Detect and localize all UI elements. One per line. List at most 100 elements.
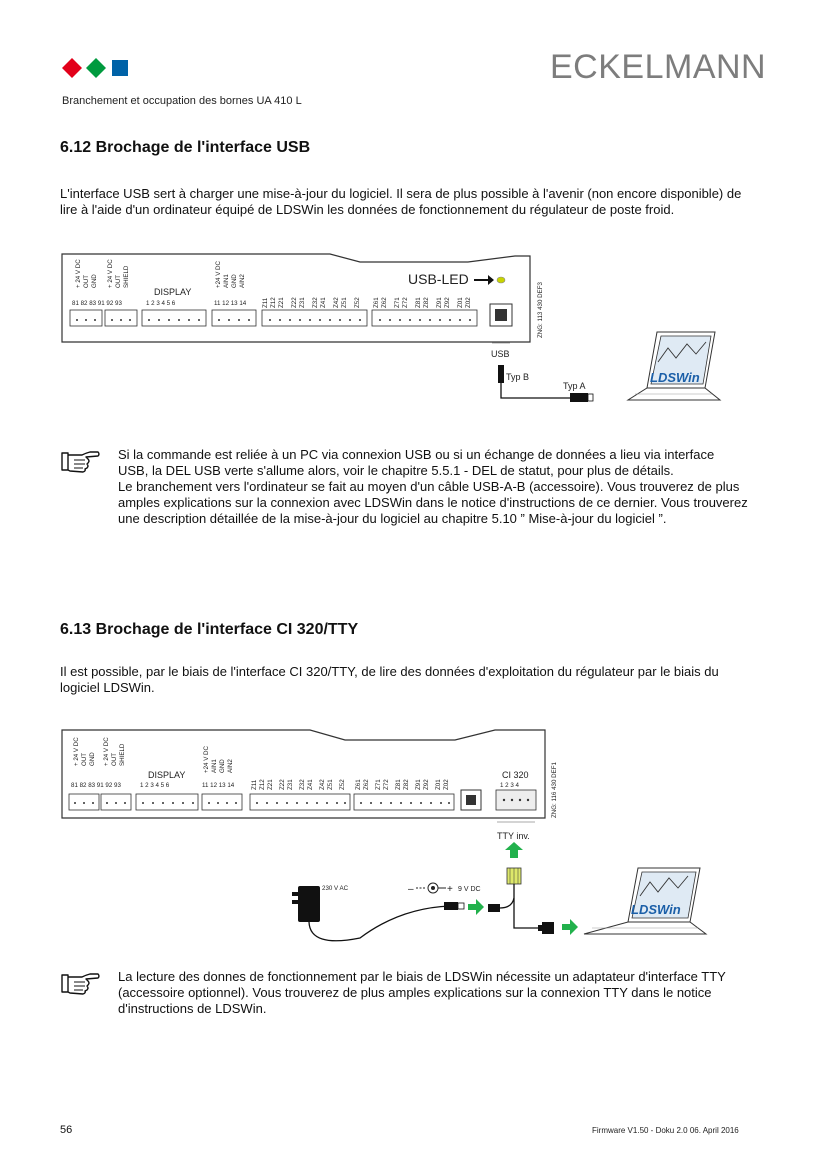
svg-text:Z01: Z01 bbox=[457, 297, 464, 308]
svg-text:Z62: Z62 bbox=[363, 779, 370, 790]
svg-text:OUT: OUT bbox=[81, 753, 88, 766]
svg-text:Z82: Z82 bbox=[403, 779, 410, 790]
svg-text:Z41: Z41 bbox=[320, 297, 327, 308]
display-label-tty: DISPLAY bbox=[148, 770, 185, 780]
usb-note: Si la commande est reliée à un PC via co… bbox=[118, 447, 748, 527]
section-title-usb: 6.12 Brochage de l'interface USB bbox=[60, 139, 311, 156]
svg-text:Typ B: Typ B bbox=[506, 372, 529, 382]
green-arrow-up-icon bbox=[505, 842, 523, 858]
serial-connector-icon bbox=[542, 922, 554, 934]
tty-intro-text: Il est possible, par le biais de l'inter… bbox=[60, 664, 719, 695]
z-terminal-labels-a-tty: Z11 Z12 Z21 Z22 Z31 Z32 Z41 Z42 Z51 Z52 bbox=[251, 779, 346, 790]
page-subtitle: Branchement et occupation des bornes UA … bbox=[62, 95, 302, 107]
green-arrow-right-icon-2 bbox=[562, 919, 578, 935]
svg-text:1 2 3 4 5 6: 1 2 3 4 5 6 bbox=[140, 782, 170, 789]
svg-text:Z81: Z81 bbox=[415, 297, 422, 308]
ac-voltage-label: 230 V AC bbox=[322, 885, 349, 892]
svg-text:11 12 13 14: 11 12 13 14 bbox=[202, 782, 235, 789]
svg-text:AIN1: AIN1 bbox=[223, 274, 230, 288]
pointing-hand-icon bbox=[61, 451, 100, 473]
svg-text:Z01: Z01 bbox=[435, 779, 442, 790]
svg-text:+: + bbox=[447, 884, 453, 895]
svg-text:Z72: Z72 bbox=[402, 297, 409, 308]
svg-text:GND: GND bbox=[89, 752, 96, 766]
display-label: DISPLAY bbox=[154, 287, 191, 297]
svg-text:+ 24 V DC: + 24 V DC bbox=[73, 737, 80, 766]
usb-led-label: USB-LED bbox=[408, 271, 469, 287]
svg-text:OUT: OUT bbox=[111, 753, 118, 766]
svg-text:+24 V DC: +24 V DC bbox=[215, 260, 222, 288]
svg-text:Z51: Z51 bbox=[327, 779, 334, 790]
svg-text:Z31: Z31 bbox=[299, 297, 306, 308]
svg-text:Z21: Z21 bbox=[267, 779, 274, 790]
svg-text:OUT: OUT bbox=[83, 275, 90, 288]
laptop-icon-tty: LDSWin bbox=[583, 867, 708, 935]
z-terminal-labels-b: Z61 Z62 Z71 Z72 Z81 Z82 Z91 Z92 Z01 Z02 bbox=[373, 297, 472, 308]
laptop-icon: LDSWin bbox=[626, 331, 722, 401]
z-terminal-labels-a: Z11 Z12 Z21 Z22 Z31 Z32 Z41 Z42 Z51 Z52 bbox=[262, 297, 361, 308]
tty-inv-label: TTY inv. bbox=[497, 831, 530, 841]
svg-text:+ 24 V DC: + 24 V DC bbox=[75, 259, 82, 288]
svg-text:Z22: Z22 bbox=[279, 779, 286, 790]
svg-text:1 2 3 4 5 6: 1 2 3 4 5 6 bbox=[146, 300, 176, 307]
svg-text:Z52: Z52 bbox=[339, 779, 346, 790]
svg-text:Z61: Z61 bbox=[355, 779, 362, 790]
power-terminal-labels-tty: + 24 V DC OUT GND + 24 V DC OUT SHIELD bbox=[73, 737, 126, 766]
page-number: 56 bbox=[60, 1124, 73, 1136]
svg-text:Z21: Z21 bbox=[278, 297, 285, 308]
svg-text:Typ A: Typ A bbox=[563, 381, 586, 391]
svg-text:Z12: Z12 bbox=[270, 297, 277, 308]
footer-version: Firmware V1.50 - Doku 2.0 06. April 2016 bbox=[592, 1126, 739, 1135]
svg-text:Z62: Z62 bbox=[381, 297, 388, 308]
svg-text:Z41: Z41 bbox=[307, 779, 314, 790]
svg-text:GND: GND bbox=[91, 274, 98, 288]
svg-text:Z92: Z92 bbox=[444, 297, 451, 308]
tty-wiring-diagram: + 24 V DC OUT GND + 24 V DC OUT SHIELD D… bbox=[61, 729, 708, 942]
ci320-label: CI 320 bbox=[502, 770, 529, 780]
z-terminal-labels-b-tty: Z61 Z62 Z71 Z72 Z81 Z82 Z91 Z92 Z01 Z02 bbox=[355, 779, 450, 790]
svg-text:SHIELD: SHIELD bbox=[119, 743, 126, 766]
terminal-screws-tty bbox=[74, 798, 530, 804]
dc-voltage-label: 9 V DC bbox=[458, 886, 481, 893]
usb-note-paragraph-2: Le branchement vers l'ordinateur se fait… bbox=[118, 479, 748, 526]
brand-name: ECKELMANN bbox=[550, 48, 767, 86]
ain-terminal-labels-tty: +24 V DC AIN1 GND AIN2 bbox=[203, 745, 234, 773]
svg-text:Z91: Z91 bbox=[415, 779, 422, 790]
eckelmann-logo-icon bbox=[62, 58, 128, 78]
ldswin-logo: LDSWin bbox=[650, 370, 700, 385]
usb-typ-b-plug bbox=[498, 365, 504, 383]
svg-text:Z32: Z32 bbox=[299, 779, 306, 790]
svg-text:Z11: Z11 bbox=[251, 779, 258, 790]
usb-wiring-diagram: + 24 V DC OUT GND + 24 V DC OUT SHIELD D… bbox=[61, 253, 722, 402]
usb-intro-text: L'interface USB sert à charger une mise-… bbox=[60, 186, 742, 217]
svg-text:+ 24 V DC: + 24 V DC bbox=[107, 259, 114, 288]
power-terminal-labels: + 24 V DC OUT GND + 24 V DC OUT SHIELD bbox=[75, 259, 130, 288]
svg-text:Z32: Z32 bbox=[312, 297, 319, 308]
svg-text:81 82 83 91 92 93: 81 82 83 91 92 93 bbox=[72, 300, 122, 307]
svg-text:OUT: OUT bbox=[115, 275, 122, 288]
power-adapter-icon bbox=[298, 886, 320, 922]
usb-note-paragraph-1: Si la commande est reliée à un PC via co… bbox=[118, 447, 715, 478]
svg-text:GND: GND bbox=[219, 759, 226, 773]
svg-text:Z92: Z92 bbox=[423, 779, 430, 790]
svg-text:Z31: Z31 bbox=[287, 779, 294, 790]
svg-text:Z82: Z82 bbox=[423, 297, 430, 308]
terminal-blocks-usb bbox=[69, 309, 478, 327]
terminal-screws-usb bbox=[76, 319, 471, 321]
svg-text:Z71: Z71 bbox=[375, 779, 382, 790]
svg-text:Z42: Z42 bbox=[333, 297, 340, 308]
svg-text:–: – bbox=[408, 884, 414, 895]
usb-typ-a-plug bbox=[570, 393, 588, 402]
drawing-number-tty: ZNG: 116 430 DEF1 bbox=[551, 762, 558, 818]
svg-text:Z91: Z91 bbox=[436, 297, 443, 308]
svg-text:SHIELD: SHIELD bbox=[123, 265, 130, 288]
section-title-tty: 6.13 Brochage de l'interface CI 320/TTY bbox=[60, 621, 359, 638]
svg-text:Z11: Z11 bbox=[262, 297, 269, 308]
svg-text:+ 24 V DC: + 24 V DC bbox=[103, 737, 110, 766]
usb-port-label: USB bbox=[491, 349, 510, 359]
drawing-number-usb: ZNG: 113 430 DEF3 bbox=[537, 282, 544, 338]
svg-text:Z71: Z71 bbox=[394, 297, 401, 308]
svg-text:Z42: Z42 bbox=[319, 779, 326, 790]
svg-text:AIN2: AIN2 bbox=[227, 759, 234, 773]
svg-text:Z72: Z72 bbox=[383, 779, 390, 790]
